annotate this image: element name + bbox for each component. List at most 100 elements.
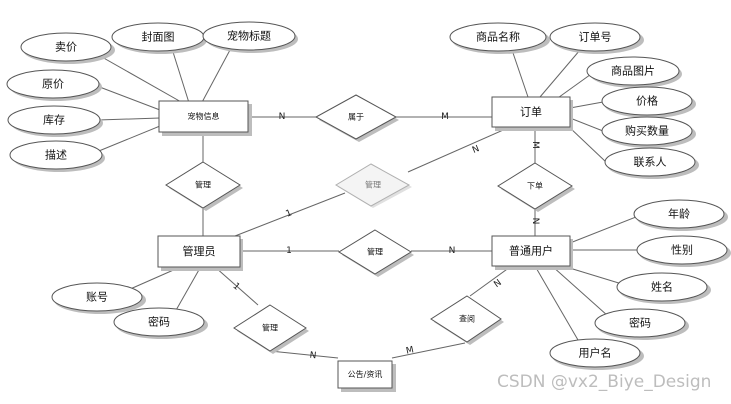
attr-user-password: 密码 (594, 308, 689, 340)
card-notice-manage: N (309, 351, 317, 362)
attr-user-password-label: 密码 (629, 316, 651, 330)
attr-user-name-label: 姓名 (651, 280, 673, 294)
edge-manage-order (407, 126, 511, 173)
entity-admin-label: 管理员 (183, 244, 216, 258)
attr-order-contact-label: 联系人 (634, 156, 667, 169)
card-user-manage: N (449, 246, 456, 256)
attr-user-age-label: 年龄 (668, 207, 690, 221)
edge-order-no (539, 49, 581, 98)
edge-view-user (469, 266, 511, 297)
edges (85, 47, 642, 359)
rel-manage-user: 管理 (338, 229, 414, 277)
edge-pet-title (199, 49, 231, 107)
edge-order-product-name (511, 49, 529, 98)
edge-order-qty (569, 117, 604, 132)
card-admin-manage-user: 1 (286, 246, 292, 256)
edge-order-contact (567, 125, 607, 163)
attr-admin-password-label: 密码 (148, 315, 170, 329)
attributes: 卖价 封面图 宠物标题 原价 库存 描述 (6, 21, 731, 370)
edge-user-password (551, 265, 609, 317)
attr-admin-account-label: 账号 (86, 291, 108, 304)
card-admin-notice: 1 (231, 281, 242, 292)
edge-admin-manage-notice (214, 266, 259, 306)
card-user-place: N (530, 218, 540, 225)
card-belongs-order: M (441, 112, 449, 122)
attr-pet-price: 卖价 (20, 32, 115, 64)
entity-user-label: 普通用户 (509, 244, 553, 258)
rel-view-notice: 查阅 (430, 295, 504, 345)
attr-order-qty: 购买数量 (601, 116, 696, 148)
rel-belongs-label: 属于 (348, 113, 364, 122)
edge-manage-notice (269, 350, 339, 359)
card-belongs-pet: N (279, 112, 286, 122)
attr-user-gender-label: 性别 (671, 243, 693, 257)
attr-user-username: 用户名 (549, 338, 644, 370)
edge-pet-cover (172, 51, 191, 107)
card-order-place: M (530, 141, 540, 149)
rel-belongs: 属于 (314, 94, 399, 142)
attr-user-name: 姓名 (616, 272, 711, 304)
card-user-view: N (492, 278, 503, 290)
attr-order-product-img: 商品图片 (586, 56, 682, 88)
rel-manage-notice: 管理 (233, 304, 309, 354)
attr-order-product-img-label: 商品图片 (611, 64, 655, 78)
entity-notice: 公告/资讯 (337, 360, 396, 392)
attr-order-price-label: 价格 (636, 94, 658, 108)
attr-user-username-label: 用户名 (579, 346, 612, 360)
card-admin-manage-order: 1 (284, 208, 293, 219)
attr-pet-title-label: 宠物标题 (227, 29, 271, 43)
rel-manage-pet: 管理 (165, 161, 243, 211)
attr-order-no: 订单号 (549, 22, 644, 54)
attr-pet-price-label: 卖价 (55, 41, 77, 54)
rel-manage-pet-label: 管理 (195, 180, 211, 190)
attr-pet-stock-label: 库存 (43, 113, 65, 127)
rel-place-order-label: 下单 (527, 181, 543, 191)
attr-admin-password: 密码 (113, 307, 208, 339)
attr-pet-desc: 描述 (9, 140, 105, 172)
cardinalities: N M N 1 M N 1 N 1 N M N (231, 112, 540, 361)
edge-notice-view (391, 342, 466, 359)
attr-pet-desc-label: 描述 (45, 148, 67, 162)
edge-order-price (569, 101, 604, 109)
edge-pet-stock (97, 117, 161, 121)
edge-admin-manage-order (234, 192, 346, 237)
edge-pet-desc (93, 125, 161, 154)
edge-order-product-img (554, 71, 595, 101)
edge-admin-account (127, 267, 179, 291)
entity-admin: 管理员 (157, 235, 243, 271)
attr-pet-orig-price: 原价 (6, 69, 102, 101)
rel-view-notice-label: 查阅 (459, 314, 475, 324)
attr-pet-cover: 封面图 (111, 22, 207, 54)
attr-user-gender: 性别 (636, 235, 731, 267)
attr-order-product-name: 商品名称 (449, 22, 550, 54)
edge-user-username (534, 265, 579, 341)
watermark: CSDN @vx2_Biye_Design (497, 372, 712, 392)
entity-notice-label: 公告/资讯 (348, 369, 383, 379)
rel-place-order: 下单 (497, 162, 575, 212)
edge-admin-password (174, 267, 201, 313)
card-notice-view: M (405, 345, 415, 356)
edge-user-age (569, 216, 637, 244)
entity-order: 订单 (491, 96, 573, 131)
attr-order-qty-label: 购买数量 (625, 124, 669, 138)
card-order-manage: N (471, 144, 481, 156)
attr-pet-stock: 库存 (7, 105, 103, 137)
rel-manage-order: 管理 (335, 163, 412, 208)
entity-order-label: 订单 (520, 106, 542, 119)
attr-pet-title: 宠物标题 (202, 21, 298, 53)
attr-admin-account: 账号 (51, 282, 146, 314)
edge-pet-orig-price (96, 85, 161, 111)
rel-manage-notice-label: 管理 (262, 323, 278, 333)
attr-order-product-name-label: 商品名称 (476, 30, 520, 44)
entity-pet-label: 宠物信息 (188, 111, 220, 121)
attr-user-age: 年龄 (633, 199, 728, 231)
rel-manage-order-label: 管理 (365, 180, 381, 190)
entity-user: 普通用户 (491, 235, 573, 270)
attr-pet-cover-label: 封面图 (142, 30, 175, 44)
entities: 宠物信息 订单 管理员 普通用户 公告/资讯 (157, 96, 573, 392)
attr-order-contact: 联系人 (604, 147, 699, 179)
relationships: 属于 管理 管理 下单 管理 管理 查阅 (165, 94, 575, 354)
attr-order-price: 价格 (601, 86, 696, 118)
attr-order-no-label: 订单号 (579, 31, 612, 44)
